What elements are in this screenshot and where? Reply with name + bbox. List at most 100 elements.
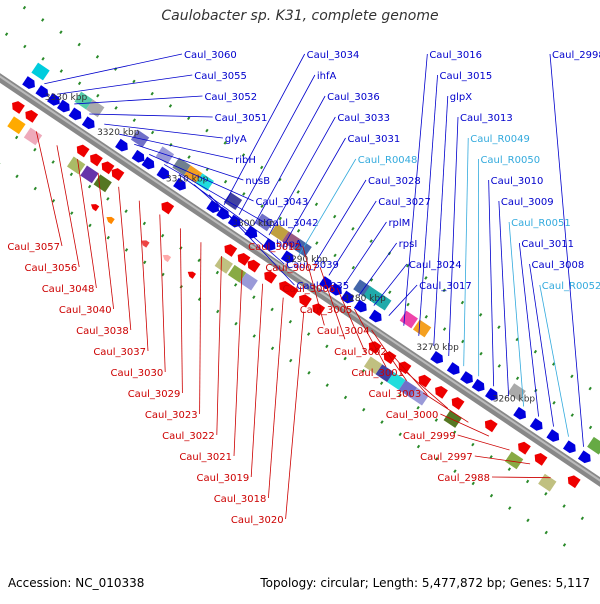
forward-gene-label-23: Caul_3017 [419,281,472,292]
reverse-cog-block-3 [80,165,98,183]
reverse-cog-block-1 [24,128,42,146]
forward-gene-arrow-23 [447,362,463,377]
reverse-gene-label-leader-11 [251,284,262,477]
reverse-gene-label-21: Caul_3003 [369,389,422,400]
forward-gene-label-27: Caul_3013 [460,113,513,124]
kbp-tick-label-5: 3280 kbp [343,294,386,304]
reverse-cog-block-13 [444,410,462,428]
reverse-cog-block-0 [7,116,25,134]
forward-gene-label-leader-23 [389,285,417,316]
forward-gene-label-leader-3 [89,114,212,117]
forward-gene-label-16: Caul_3031 [348,134,401,145]
reverse-gene-label-leader-13 [286,311,304,519]
reverse-gene-label-5: Caul_3037 [93,347,146,358]
reverse-gene-label-22: Caul_3000 [386,410,439,421]
forward-gene-label-leader-28 [464,138,469,366]
forward-gene-label-17: Caul_R0048 [358,155,418,166]
reverse-gene-label-0: Caul_3057 [7,242,60,253]
reverse-gene-arrow-20 [449,395,465,410]
forward-gene-label-leader-2 [74,96,202,104]
reverse-outer-marker-2 [140,238,150,247]
reverse-gene-label-19: Caul_3002 [334,347,387,358]
reverse-gene-label-leader-3 [98,173,114,309]
forward-gene-arrow-25 [472,379,488,394]
reverse-gene-label-leader-7 [180,228,182,393]
reverse-cog-block-2 [67,157,85,175]
kbp-tick-label-6: 3270 kbp [416,343,459,353]
forward-gene-label-7: Caul_3043 [256,197,309,208]
forward-gene-arrow-24 [460,371,476,386]
reverse-gene-arrow-7 [222,242,238,257]
reverse-outer-marker-4 [186,269,196,278]
forward-gene-label-6: nusB [245,176,270,187]
forward-gene-arrow-22 [430,351,446,366]
forward-gene-label-35: Caul_R0052 [542,281,600,292]
reverse-gene-label-3: Caul_3040 [59,305,112,316]
forward-gene-label-leader-22 [374,264,407,306]
reverse-gene-label-25: Caul_2988 [437,473,490,484]
forward-gene-label-24: Caul_3016 [429,50,482,61]
forward-gene-label-leader-27 [449,117,458,356]
forward-gene-arrow-4 [69,107,85,122]
reverse-gene-label-leader-10 [234,270,242,456]
reverse-gene-label-10: Caul_3021 [179,452,232,463]
forward-gene-arrow-0 [22,76,38,91]
forward-gene-label-leader-21 [359,243,397,296]
topology-text: Topology: circular; Length: 5,477,872 bp… [260,576,590,590]
forward-gene-label-3: Caul_3051 [215,113,268,124]
reverse-gene-arrow-21 [482,417,498,432]
reverse-gene-label-leader-0 [36,131,62,246]
forward-gene-label-13: ihfA [317,71,337,82]
reverse-gene-arrow-23 [532,451,548,466]
forward-gene-arrow-31 [578,450,594,465]
reverse-gene-label-leader-23 [458,435,510,450]
reverse-gene-arrow-0 [9,99,25,114]
reverse-gene-label-2: Caul_3048 [42,284,95,295]
forward-gene-label-36: Caul_2998 [552,50,600,61]
reverse-cog-block-4 [94,174,112,192]
forward-gene-label-4: glyA [225,134,247,145]
forward-gene-label-leader-36 [550,54,584,447]
reverse-gene-label-1: Caul_3056 [25,263,78,274]
forward-gene-label-34: Caul_3008 [532,260,585,271]
reverse-gene-label-7: Caul_3029 [128,389,181,400]
reverse-gene-label-9: Caul_3022 [162,431,215,442]
reverse-gene-label-20: Caul_3001 [351,368,404,379]
kbp-tick-label-7: 3260 kbp [493,395,536,405]
reverse-gene-label-12: Caul_3018 [214,494,267,505]
forward-gene-label-21: rpsI [399,239,418,250]
reverse-gene-arrow-1 [23,108,39,123]
forward-gene-label-20: rplM [388,218,410,229]
forward-cog-block-16 [400,311,418,329]
forward-gene-label-leader-31 [499,201,509,396]
forward-gene-label-leader-8 [164,164,264,222]
kbp-tick-label-1: 3320 kbp [97,128,140,138]
forward-gene-label-28: Caul_R0049 [470,134,530,145]
reverse-gene-label-15: Caul_3007 [265,263,318,274]
forward-gene-label-29: Caul_R0050 [480,155,540,166]
reverse-gene-label-17: Caul_3005 [300,305,353,316]
reverse-gene-label-24: Caul_2997 [420,452,473,463]
reverse-gene-arrow-18 [416,373,432,388]
reverse-gene-label-11: Caul_3019 [197,473,250,484]
forward-gene-label-leader-26 [434,96,448,346]
reverse-gene-arrow-19 [432,384,448,399]
forward-gene-arrow-5 [82,116,98,131]
forward-gene-label-leader-19 [329,201,376,275]
reverse-gene-arrow-22 [515,440,531,455]
reverse-gene-label-leader-4 [119,187,131,330]
reverse-gene-label-4: Caul_3038 [76,326,129,337]
forward-gene-label-18: Caul_3028 [368,176,421,187]
forward-gene-arrow-27 [513,407,529,422]
reverse-gene-label-leader-9 [217,256,222,435]
forward-cog-block-17 [413,320,431,338]
reverse-gene-label-23: Caul_2999 [403,431,456,442]
forward-gene-label-2: Caul_3052 [204,92,257,103]
reverse-outer-marker-3 [161,253,171,262]
reverse-gene-label-leader-6 [160,215,165,372]
forward-gene-label-leader-30 [489,180,494,386]
forward-gene-arrow-29 [546,429,562,444]
reverse-gene-arrow-3 [87,151,103,166]
